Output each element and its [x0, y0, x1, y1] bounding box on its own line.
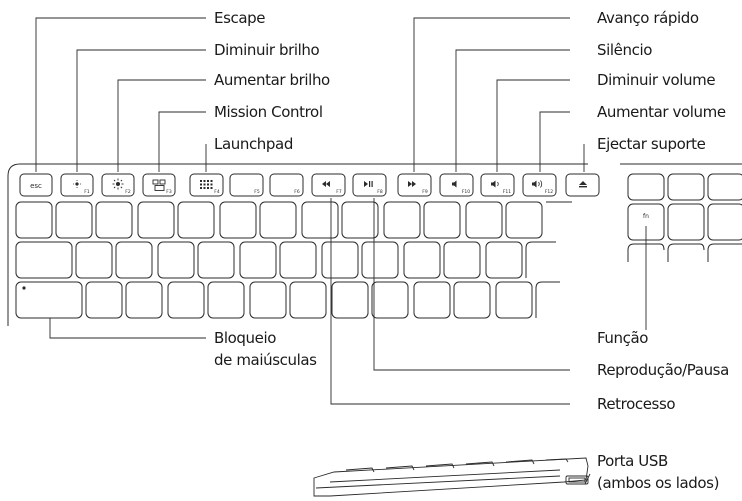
- f7-label: F7: [336, 189, 342, 195]
- f9-label: F9: [422, 189, 428, 195]
- speaker-mute-icon: [452, 180, 457, 188]
- caps-lock-indicator: [22, 286, 26, 290]
- f1-key: [60, 173, 94, 197]
- f8-key: [352, 173, 387, 197]
- rewind-icon: [322, 181, 330, 187]
- usb-port: [565, 475, 589, 485]
- label-function: Função: [597, 329, 649, 347]
- sun-small-icon: [75, 182, 79, 186]
- f5-key: [229, 173, 264, 197]
- f1-label: F1: [84, 189, 90, 195]
- leader-play-pause: [373, 198, 570, 371]
- leader-rewind: [330, 198, 570, 405]
- leader-mute: [455, 49, 570, 172]
- sun-small-icon-rays: [73, 180, 81, 188]
- sun-large-icon: [116, 182, 120, 186]
- eject-icon: [579, 181, 587, 188]
- fast-forward-icon: [408, 181, 416, 187]
- leader-fast-forward: [413, 17, 570, 172]
- f2-key: [101, 173, 135, 197]
- f12-key: [522, 173, 557, 197]
- f9-key: [397, 173, 432, 197]
- eject-key: [565, 173, 600, 197]
- qwerty-key-row: [15, 241, 556, 279]
- sun-large-icon-rays: [112, 178, 124, 190]
- label-mission-control: Mission Control: [214, 103, 323, 121]
- label-caps-lock-line1: Bloqueio: [214, 329, 277, 347]
- f8-label: F8: [377, 189, 383, 195]
- label-play-pause: Reprodução/Pausa: [597, 361, 729, 379]
- function-key-row: [19, 173, 600, 197]
- esc-key: [19, 173, 53, 197]
- keyboard-side-view: [313, 457, 589, 497]
- caps-lock-key: [15, 281, 83, 319]
- play-pause-icon: [364, 181, 373, 187]
- f11-label: F11: [503, 189, 511, 195]
- label-rewind: Retrocesso: [597, 395, 676, 413]
- leader-volume-down: [496, 79, 570, 172]
- launchpad-grid-icon: [200, 180, 213, 189]
- f7-key: [311, 173, 346, 197]
- f2-label: F2: [125, 189, 131, 195]
- f12-label: F12: [545, 189, 553, 195]
- number-key-row: [15, 201, 572, 239]
- label-usb-line2: (ambos os lados): [597, 474, 720, 492]
- fn-key-label: fn: [643, 213, 649, 220]
- keyboard-body-outline: [7, 163, 588, 326]
- speaker-low-icon: [491, 180, 496, 188]
- leader-brightness-down: [76, 49, 206, 172]
- f3-label: F3: [166, 189, 172, 195]
- f10-key: [439, 173, 474, 197]
- f6-label: F6: [294, 189, 300, 195]
- leader-brightness-up: [117, 79, 206, 172]
- leader-volume-up: [539, 111, 570, 172]
- speaker-high-waves: [538, 180, 543, 188]
- mission-control-icon: [152, 179, 166, 191]
- esc-key-label: esc: [30, 182, 42, 190]
- label-volume-up: Aumentar volume: [597, 103, 726, 121]
- label-eject: Ejectar suporte: [597, 135, 706, 153]
- speaker-low-waves: [497, 181, 499, 187]
- label-usb-line1: Porta USB: [597, 452, 668, 470]
- leader-escape: [35, 17, 206, 172]
- f5-label: F5: [254, 189, 260, 195]
- f4-key: [189, 173, 224, 197]
- f6-key: [269, 173, 304, 197]
- f4-label: F4: [214, 189, 220, 195]
- f3-key: [142, 173, 176, 197]
- label-launchpad: Launchpad: [214, 135, 293, 153]
- home-key-row: [15, 281, 560, 319]
- f10-label: F10: [462, 189, 470, 195]
- speaker-high-icon: [532, 180, 537, 188]
- label-caps-lock-line2: de maiúsculas: [214, 351, 317, 369]
- label-mute: Silêncio: [597, 41, 652, 59]
- leader-caps-lock: [49, 318, 206, 339]
- label-brightness-up: Aumentar brilho: [214, 71, 330, 89]
- label-escape: Escape: [214, 9, 266, 27]
- f11-key: [480, 173, 515, 197]
- label-volume-down: Diminuir volume: [597, 71, 716, 89]
- label-brightness-down: Diminuir brilho: [214, 41, 320, 59]
- label-fast-forward: Avanço rápido: [597, 9, 699, 27]
- leader-mission-control: [158, 111, 206, 172]
